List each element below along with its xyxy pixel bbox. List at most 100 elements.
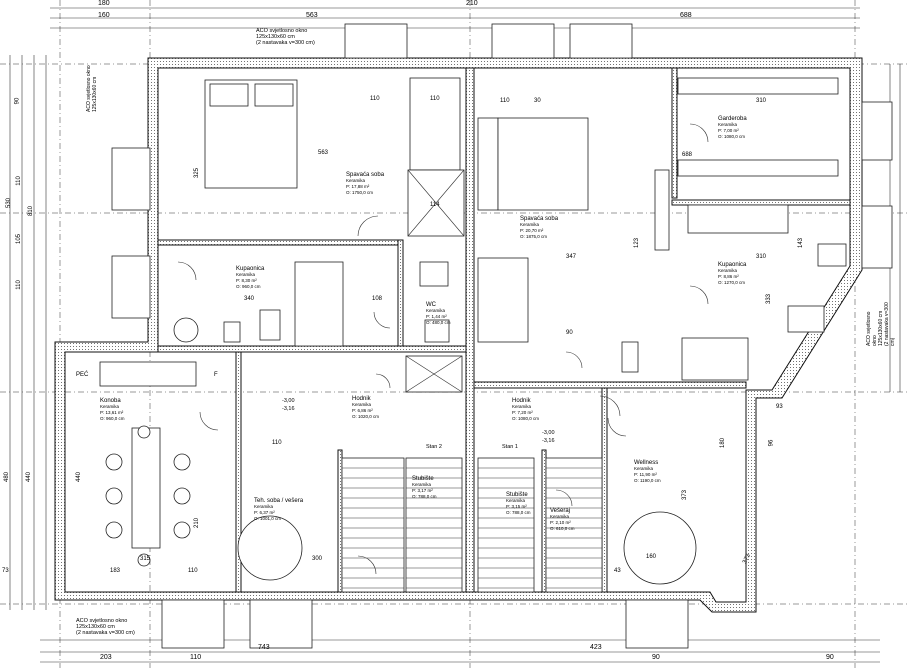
dim-label: 340 <box>244 296 255 302</box>
room-perimeter: O: 1020,0 cm <box>352 414 380 419</box>
door-swings <box>177 123 709 575</box>
dim-label: 743 <box>258 644 270 651</box>
room-area: P: 3,17 m² <box>412 488 433 493</box>
room-perimeter: O: 960,0 cm <box>236 284 261 289</box>
note-line: 125x130x60 cm <box>92 76 98 112</box>
dim-label: 110 <box>188 568 198 574</box>
dim-label: 110 <box>370 96 380 102</box>
room-area: P: 7,20 m² <box>512 410 533 415</box>
dim-label: 93 <box>776 404 783 410</box>
room-perimeter: O: 788,0 cm <box>412 494 437 499</box>
room-material: Keramika <box>512 404 532 409</box>
room-name: Hodnik <box>352 396 371 402</box>
dim-label: 563 <box>306 12 318 19</box>
room-perimeter: O: 1750,0 cm <box>346 190 374 195</box>
dim-label: 114 <box>430 202 440 208</box>
top-dimension-lines <box>50 7 860 29</box>
room-area: P: 20,70 m² <box>520 228 544 233</box>
dim-label: 90 <box>566 330 573 336</box>
room-perimeter: O: 480,0 cm <box>426 320 451 325</box>
room-material: Keramika <box>346 178 366 183</box>
dim-label: 90 <box>14 97 21 105</box>
bottom-note: ACO svjetlosno okno 125x130x60 cm (2 nas… <box>76 618 135 636</box>
room-area: P: 8,86 m² <box>718 274 739 279</box>
room-area: P: 6,86 m² <box>352 408 373 413</box>
room-area: P: 13,61 m² <box>100 410 124 415</box>
room-perimeter: O: 1190,0 cm <box>634 478 661 483</box>
f-label: F <box>214 372 218 378</box>
room-hall-2: Hodnik Keramika P: 7,20 m² O: 1080,0 cm <box>512 398 539 422</box>
room-bathroom-1: Kupaonica Keramika P: 8,30 m² O: 960,0 c… <box>236 266 264 290</box>
room-name: Konoba <box>100 398 121 404</box>
room-stairs-2: Stubište Keramika P: 3,15 m² O: 788,0 cm <box>506 492 531 516</box>
room-perimeter: O: 1080,0 cm <box>512 416 540 421</box>
dim-label: 143 <box>798 237 805 249</box>
dim-label: 160 <box>98 12 110 19</box>
room-wellness: Wellness Keramika P: 11,90 m² O: 1190,0 … <box>634 460 661 484</box>
room-name: Vešeraj <box>550 508 571 514</box>
room-tech: Teh. soba / vešera Keramika P: 6,37 m² O… <box>254 498 303 522</box>
dim-label: 110 <box>272 440 282 446</box>
dim-label: 423 <box>590 644 602 651</box>
stan2-label: Stan 2 <box>426 444 442 450</box>
dim-label: 90 <box>826 654 834 661</box>
room-area: P: 2,10 m² <box>550 520 571 525</box>
dim-label: 183 <box>110 568 121 574</box>
room-perimeter: O: 960,0 cm <box>100 416 125 421</box>
dim-label: 440 <box>26 471 33 483</box>
dim-label: 73 <box>2 568 9 574</box>
stairs-right <box>477 457 603 593</box>
dim-label: 300 <box>312 556 323 562</box>
room-area: P: 17,88 m² <box>346 184 370 189</box>
top-note: ACO svjetlosno okno 125x130x60 cm (2 nas… <box>256 28 315 46</box>
room-name: Spavaća soba <box>520 216 559 222</box>
dim-label: 210 <box>466 0 478 7</box>
room-material: Keramika <box>718 122 738 127</box>
note-line: 125x130x60 cm <box>76 624 115 630</box>
room-material: Keramika <box>506 498 526 503</box>
dim-label: 480 <box>4 471 11 483</box>
room-name: Wellness <box>634 460 659 466</box>
dim-label: 110 <box>500 98 510 104</box>
room-name: Kupaonica <box>236 266 265 272</box>
note-line: (2 nastavaka v=300 cm) <box>76 630 135 636</box>
dim-label: 180 <box>720 437 727 449</box>
dim-label: 563 <box>318 150 329 156</box>
furniture <box>99 77 847 585</box>
dim-label: 96 <box>768 439 775 447</box>
interior-walls <box>157 67 851 593</box>
stan1-label: Stan 1 <box>502 444 518 450</box>
room-name: Hodnik <box>512 398 531 404</box>
room-name: Kupaonica <box>718 262 747 268</box>
dim-label: 810 <box>28 205 35 217</box>
dim-label: 440 <box>76 471 83 483</box>
room-area: P: 8,30 m² <box>236 278 257 283</box>
light-wells <box>111 23 893 649</box>
room-area: P: 11,90 m² <box>634 472 657 477</box>
dim-label: 347 <box>566 254 577 260</box>
dim-label: 110 <box>190 654 202 661</box>
room-wc: WC Keramika P: 1,44 m² O: 480,0 cm <box>426 302 451 326</box>
room-perimeter: O: 1080,0 cm <box>718 134 746 139</box>
dim-label: 688 <box>682 152 693 158</box>
dim-label: 123 <box>634 237 641 249</box>
dim-label: 203 <box>100 654 112 661</box>
room-perimeter: O: 1270,0 cm <box>718 280 746 285</box>
room-bedroom-1: Spavaća soba Keramika P: 17,88 m² O: 175… <box>346 172 384 196</box>
left-note: ACO svjetlosno okno 125x130x60 cm <box>86 65 98 112</box>
note-line: (2 nastavaka v=300 cm) <box>884 302 896 346</box>
dim-label: 325 <box>194 167 201 179</box>
room-material: Keramika <box>236 272 256 277</box>
room-material: Keramika <box>520 222 540 227</box>
room-name: Stubište <box>412 476 434 482</box>
room-perimeter: O: 610,0 cm <box>550 526 575 531</box>
room-konoba: Konoba Keramika P: 13,61 m² O: 960,0 cm <box>100 398 125 422</box>
right-note: ACO svjetlosno okno 125x130x60 cm (2 nas… <box>866 302 896 346</box>
pec-label: PEĆ <box>76 372 89 378</box>
dim-label: 110 <box>15 176 22 186</box>
room-perimeter: O: 1875,0 cm <box>520 234 548 239</box>
dim-label: 108 <box>372 296 383 302</box>
room-material: Keramika <box>352 402 372 407</box>
dim-label: 530 <box>6 197 13 209</box>
note-line: 125x130x60 cm <box>256 34 295 40</box>
